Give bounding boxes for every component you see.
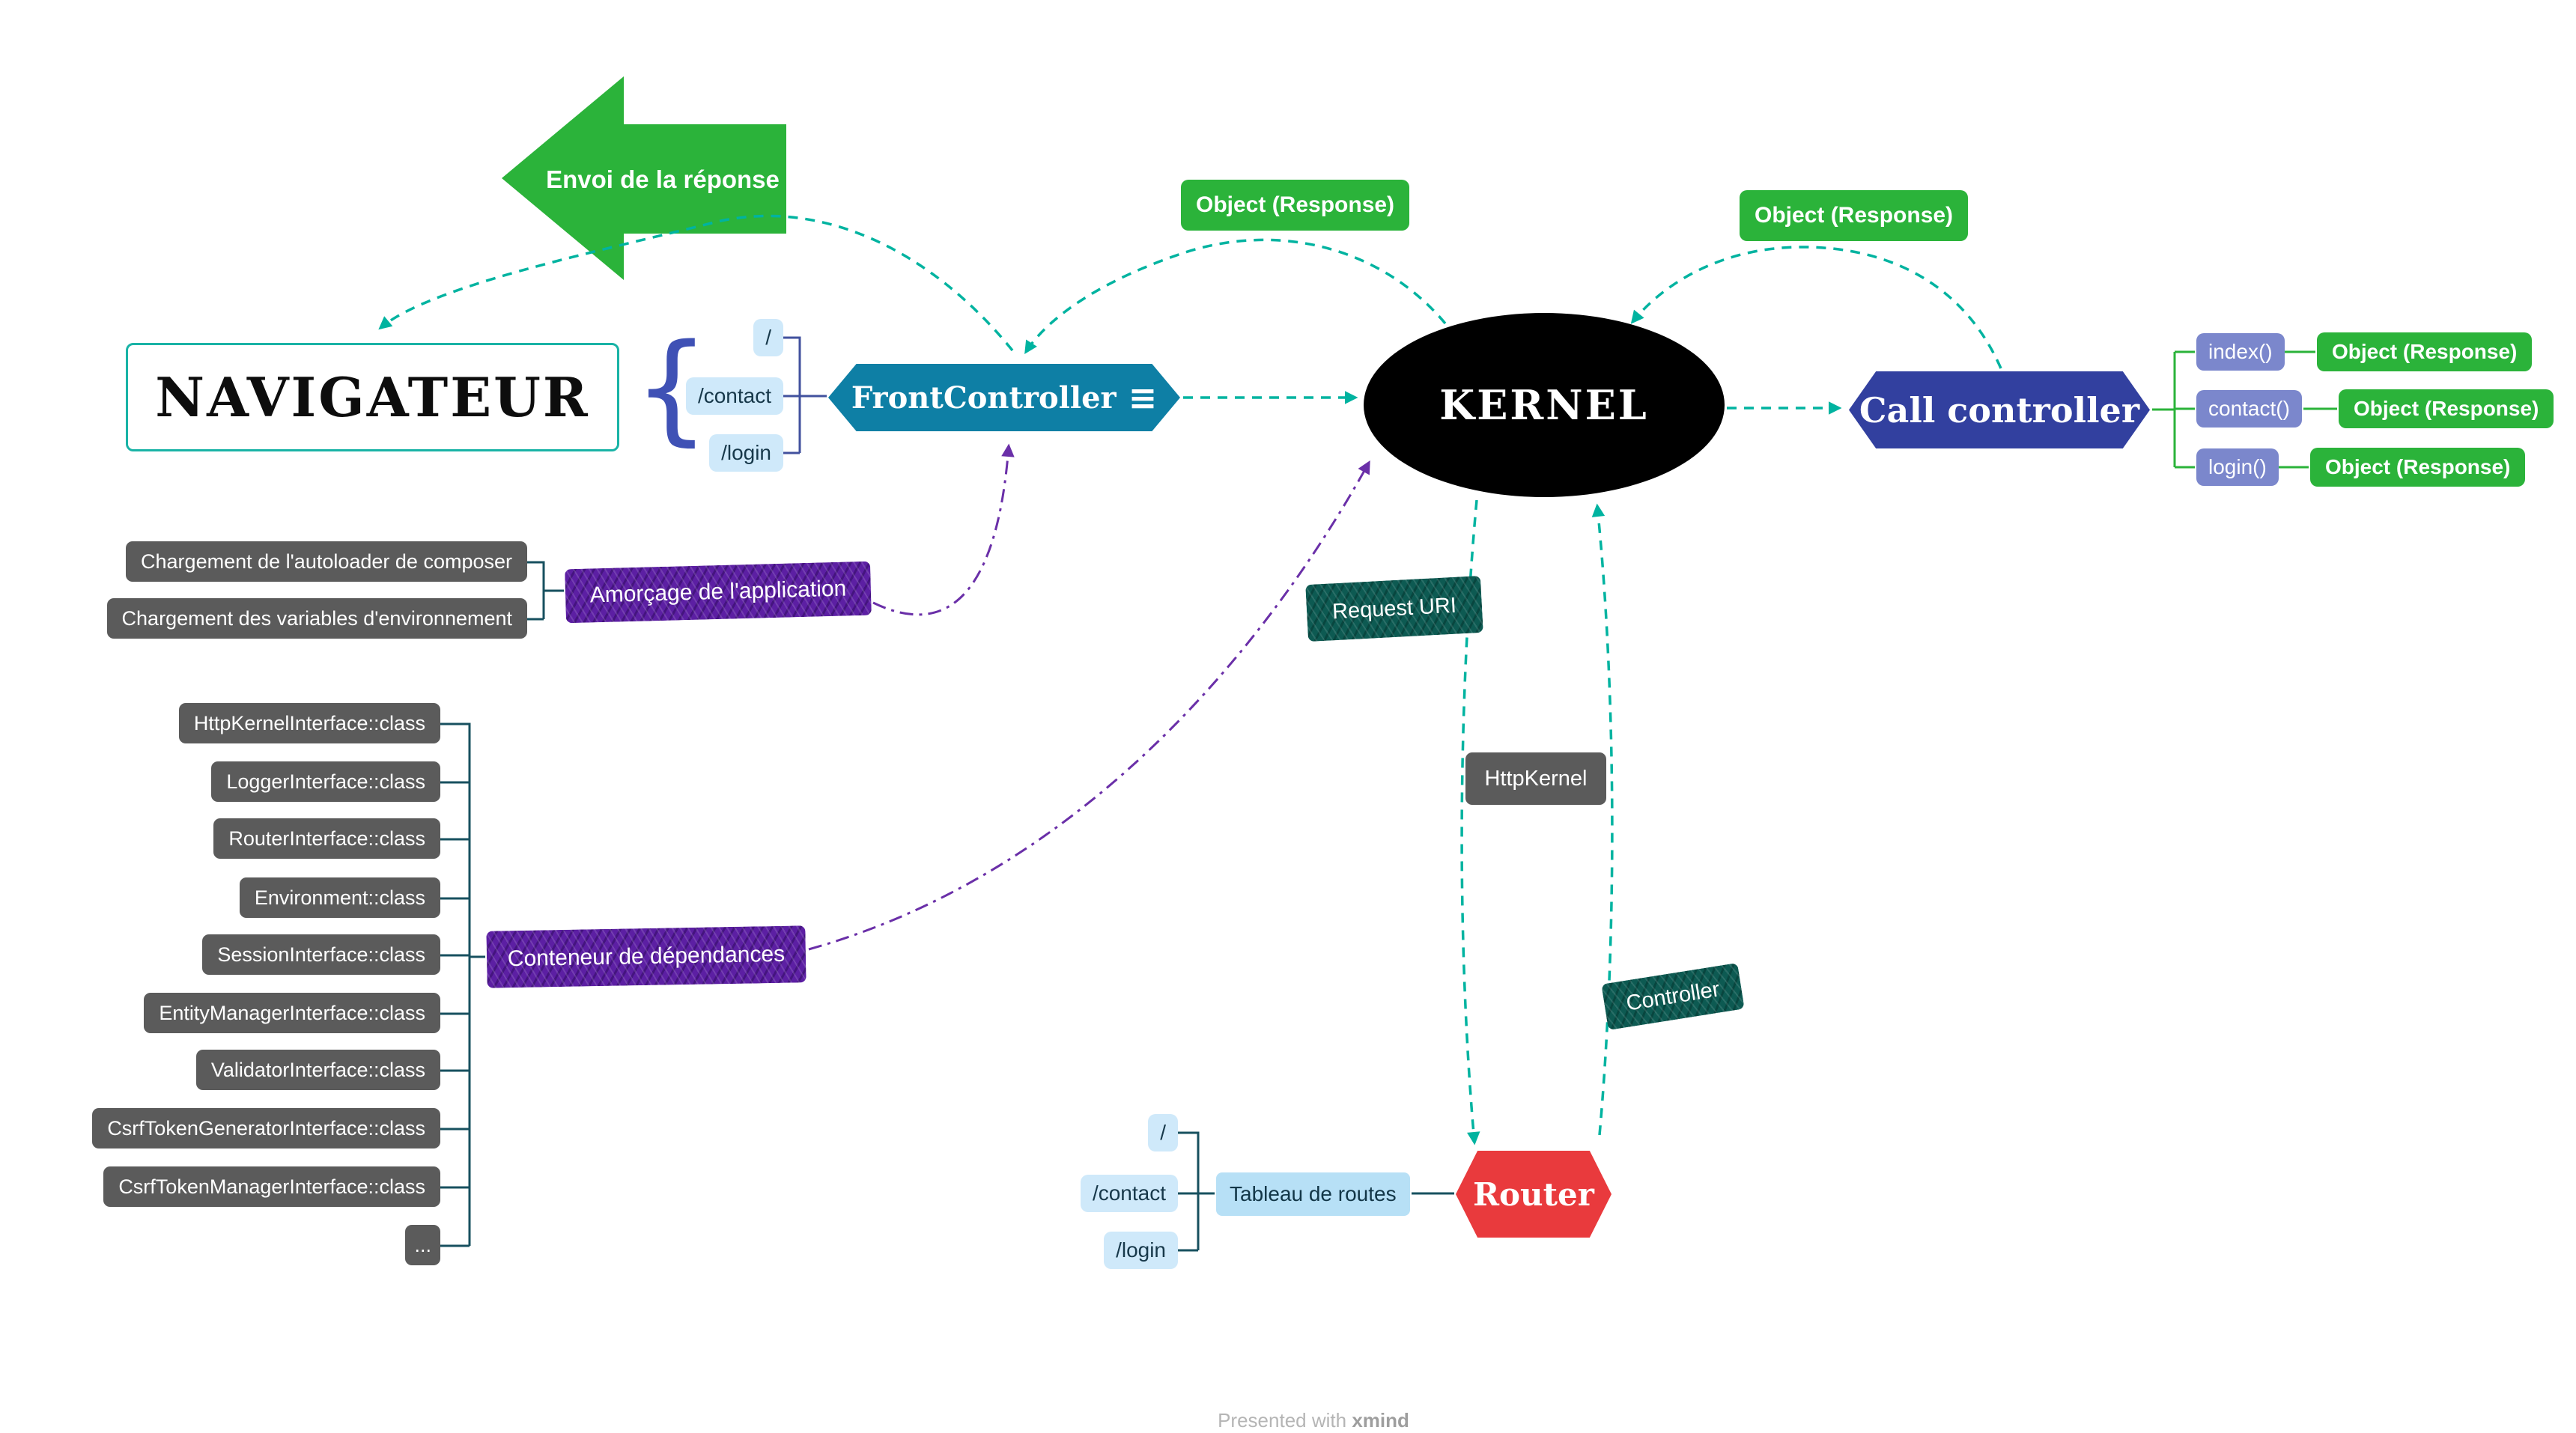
call-controller-node[interactable]: Call controller xyxy=(1849,371,2150,448)
navigator-node[interactable]: NAVIGATEUR xyxy=(126,343,619,451)
front-controller-node[interactable]: FrontController ≡ xyxy=(828,364,1180,431)
result-contact[interactable]: Object (Response) xyxy=(2339,389,2554,428)
link-bootstrap-to-frontcontroller xyxy=(872,443,1015,616)
link-frontcontroller-to-navigator xyxy=(378,214,1014,352)
method-contact[interactable]: contact() xyxy=(2196,390,2302,428)
result-login[interactable]: Object (Response) xyxy=(2310,448,2526,487)
link-router-to-kernel xyxy=(1591,503,1614,1136)
response-to-kernel[interactable]: Object (Response) xyxy=(1740,190,1969,241)
interface-httpkernel[interactable]: HttpKernelInterface::class xyxy=(178,703,440,743)
call-controller-label: Call controller xyxy=(1859,389,2140,430)
interface-csrfmanager[interactable]: CsrfTokenManagerInterface::class xyxy=(103,1166,440,1207)
link-callcontroller-to-kernel xyxy=(1630,246,2002,369)
httpkernel-badge[interactable]: HttpKernel xyxy=(1465,752,1606,805)
interface-csrfgenerator[interactable]: CsrfTokenGeneratorInterface::class xyxy=(92,1108,440,1148)
kernel-node[interactable]: KERNEL xyxy=(1364,313,1725,497)
bracket-bootstrap-steps xyxy=(527,561,564,621)
request-uri-badge[interactable]: Request URI xyxy=(1305,575,1483,642)
interface-session[interactable]: SessionInterface::class xyxy=(202,934,440,975)
bracket-router-routes xyxy=(1178,1131,1454,1252)
interface-entitymanager[interactable]: EntityManagerInterface::class xyxy=(144,993,440,1033)
method-index[interactable]: index() xyxy=(2196,333,2285,371)
interface-environment[interactable]: Environment::class xyxy=(239,877,440,918)
router-route-contact[interactable]: /contact xyxy=(1080,1175,1178,1212)
watermark: Presented with xmind xyxy=(1119,1409,1508,1432)
interface-more[interactable]: ... xyxy=(405,1225,440,1265)
link-container-to-kernel xyxy=(808,460,1370,951)
front-controller-label: FrontController xyxy=(851,380,1117,416)
method-login[interactable]: login() xyxy=(2196,448,2279,486)
response-to-frontcontroller[interactable]: Object (Response) xyxy=(1181,180,1410,231)
link-kernel-to-frontcontroller xyxy=(1024,238,1447,354)
frontcontroller-route-root[interactable]: / xyxy=(753,319,783,356)
interface-logger[interactable]: LoggerInterface::class xyxy=(211,761,440,802)
bracket-callcontroller-methods xyxy=(2152,350,2337,469)
menu-icon: ≡ xyxy=(1128,377,1158,418)
navigator-label: NAVIGATEUR xyxy=(155,365,590,429)
response-arrow-label: Envoi de la réponse xyxy=(546,165,780,193)
bootstrap-step-env[interactable]: Chargement des variables d'environnement xyxy=(106,598,527,639)
bracket-frontcontroller-routes xyxy=(783,336,827,454)
response-arrow-shape xyxy=(502,76,786,280)
frontcontroller-route-login[interactable]: /login xyxy=(709,434,783,472)
router-node[interactable]: Router xyxy=(1456,1151,1611,1238)
bracket-container-interfaces xyxy=(440,722,485,1247)
router-route-root[interactable]: / xyxy=(1148,1114,1178,1151)
result-index[interactable]: Object (Response) xyxy=(2317,332,2533,371)
watermark-brand: xmind xyxy=(1352,1409,1409,1432)
bootstrap-node[interactable]: Amorçage de l'application xyxy=(565,561,872,624)
kernel-label: KERNEL xyxy=(1439,381,1649,429)
interface-router[interactable]: RouterInterface::class xyxy=(213,818,440,859)
frontcontroller-route-contact[interactable]: /contact xyxy=(685,377,783,415)
bootstrap-step-autoloader[interactable]: Chargement de l'autoloader de composer xyxy=(126,541,527,582)
routes-table-node[interactable]: Tableau de routes xyxy=(1216,1172,1410,1216)
dependency-container-node[interactable]: Conteneur de dépendances xyxy=(486,925,806,988)
watermark-text: Presented with xyxy=(1218,1409,1347,1432)
interface-validator[interactable]: ValidatorInterface::class xyxy=(195,1050,440,1090)
router-route-login[interactable]: /login xyxy=(1104,1232,1178,1269)
router-label: Router xyxy=(1473,1175,1594,1213)
